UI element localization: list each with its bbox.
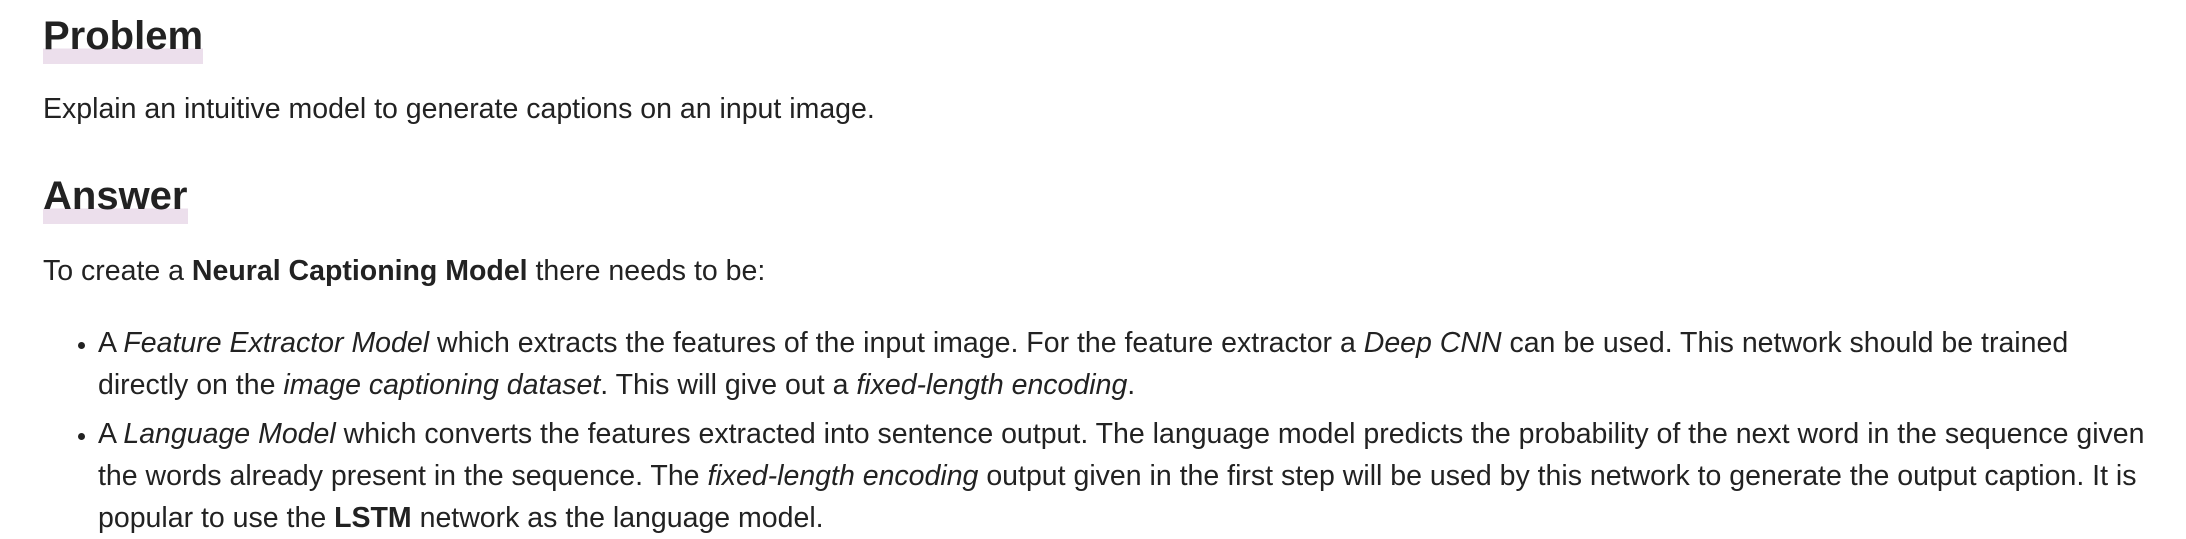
- bullet-text: . This will give out a: [600, 369, 857, 401]
- bullet-italic-term: image captioning dataset: [283, 369, 601, 401]
- intro-text-before: To create a: [43, 255, 192, 287]
- bullet-italic-term: fixed-length encoding: [707, 460, 979, 492]
- bullet-text: .: [1127, 369, 1136, 401]
- bullet-feature-extractor: A Feature Extractor Model which extracts…: [98, 322, 2163, 406]
- problem-text: Explain an intuitive model to generate c…: [43, 93, 875, 125]
- intro-bold-term: Neural Captioning Model: [191, 255, 528, 287]
- bullet-italic-term: Language Model: [123, 418, 336, 450]
- bullet-text: network as the language model.: [411, 502, 824, 534]
- bullet-text: which extracts the features of the input…: [429, 327, 1364, 359]
- bullet-italic-term: fixed-length encoding: [856, 369, 1128, 401]
- intro-text-after: there needs to be:: [527, 255, 766, 287]
- bullet-italic-term: Feature Extractor Model: [123, 327, 430, 359]
- bullet-text: can be used. This network should be trai…: [98, 327, 2069, 401]
- bullet-text: A: [98, 418, 124, 450]
- problem-heading: Problem: [43, 8, 204, 64]
- answer-heading: Answer: [43, 168, 188, 224]
- bullet-text: output given in the first step will be u…: [98, 460, 2137, 534]
- answer-intro: To create a Neural Captioning Model ther…: [43, 250, 2163, 292]
- bullet-text: which converts the features extracted in…: [98, 418, 2145, 492]
- bullet-bold-term: LSTM: [334, 502, 412, 534]
- bullet-text: A: [98, 327, 124, 359]
- answer-bullet-list: A Feature Extractor Model which extracts…: [43, 322, 2163, 539]
- bullet-italic-term: Deep CNN: [1363, 327, 1502, 359]
- bullet-language-model: A Language Model which converts the feat…: [98, 413, 2163, 539]
